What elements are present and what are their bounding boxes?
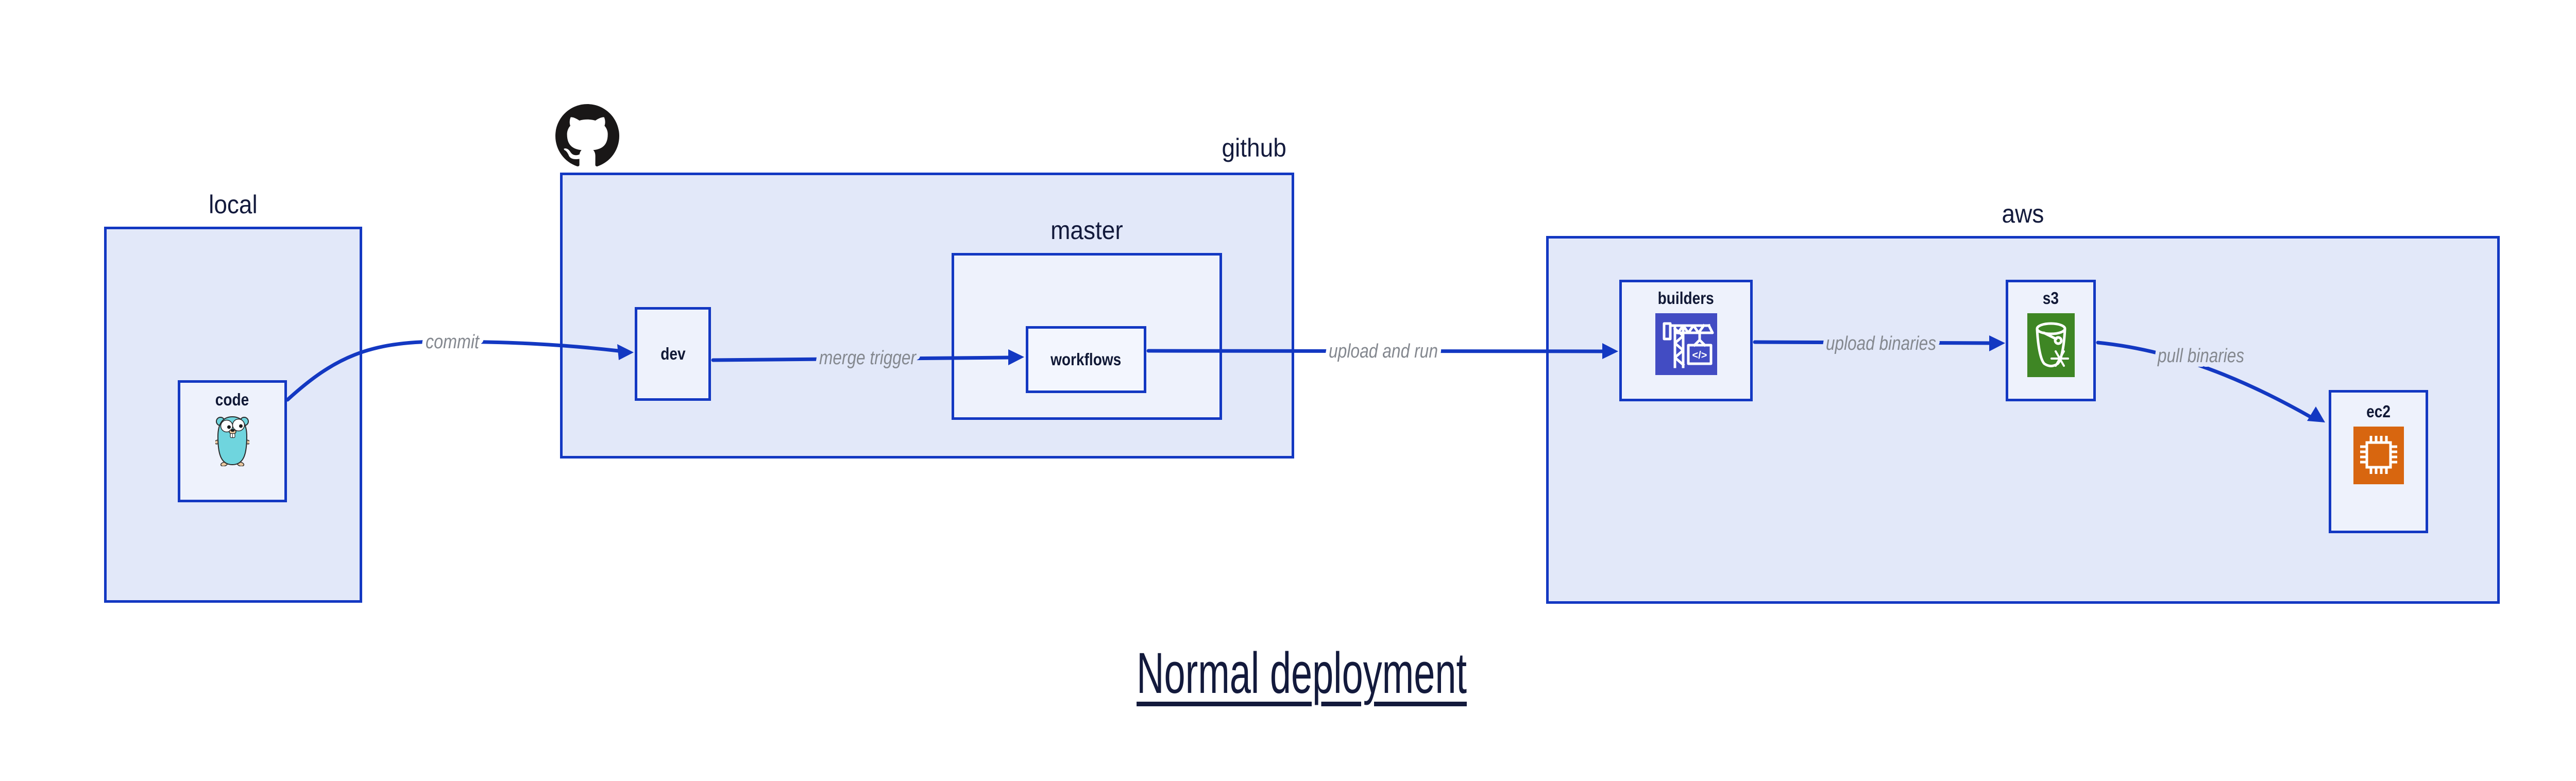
s3-node-label: s3 [2042, 288, 2059, 308]
svg-text:</>: </> [1692, 350, 1707, 361]
code-node: code [178, 380, 287, 502]
ec2-node-label: ec2 [2366, 402, 2391, 421]
ec2-chip-icon [2353, 427, 2404, 484]
codebuild-crane-icon: </> [1655, 313, 1717, 375]
s3-glacier-bucket-icon [2027, 313, 2075, 377]
dev-node-label: dev [660, 344, 686, 363]
gopher-icon [215, 416, 249, 466]
builders-node: builders </> [1619, 280, 1753, 401]
ec2-node: ec2 [2329, 390, 2428, 533]
github-group-label: github [1222, 133, 1286, 162]
workflows-node: workflows [1026, 326, 1146, 393]
edge-upload-and-run-label: upload and run [1329, 341, 1438, 362]
workflows-node-label: workflows [1050, 350, 1122, 369]
aws-group-label: aws [2002, 199, 2044, 228]
s3-node: s3 [2006, 280, 2096, 401]
code-node-label: code [215, 390, 249, 409]
builders-node-label: builders [1657, 288, 1715, 308]
local-group-label: local [209, 190, 258, 219]
edge-commit-label: commit [426, 331, 480, 353]
dev-node: dev [635, 307, 711, 401]
master-group-label: master [1050, 216, 1123, 245]
diagram-title: Normal deployment [1137, 641, 1467, 705]
github-octocat-icon [555, 104, 619, 166]
